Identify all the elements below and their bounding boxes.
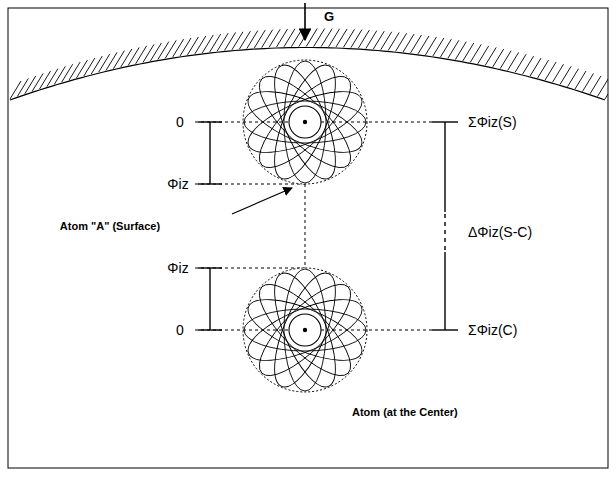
hatch-line	[239, 31, 250, 49]
orbit	[247, 64, 363, 180]
hatch-line	[515, 54, 526, 72]
force-label: G	[322, 10, 336, 25]
hatch-line	[217, 33, 228, 51]
hatch-line	[136, 46, 147, 64]
hatch-line	[470, 44, 481, 62]
level-line	[195, 268, 305, 269]
atom-symbol	[241, 58, 370, 187]
hatch-line	[113, 51, 124, 69]
hatch-line	[54, 66, 65, 84]
hatch-line	[69, 62, 80, 80]
hatch-line	[187, 37, 198, 55]
hatch-line	[225, 32, 236, 50]
orbit	[247, 272, 363, 388]
hatch-line	[232, 32, 243, 50]
hatch-line	[180, 38, 191, 56]
hatch-line	[76, 60, 87, 78]
hatch-line	[523, 56, 534, 74]
hatch-line	[455, 42, 466, 60]
gravity-arrow	[304, 3, 306, 40]
sum-label: ΣΦiz(C)	[466, 322, 519, 338]
hatch-line	[143, 44, 154, 62]
hatch-line	[165, 40, 176, 58]
hatch-line	[478, 46, 489, 64]
hatch-line	[605, 81, 608, 99]
hatch-line	[62, 64, 73, 82]
hatch-line	[254, 30, 265, 48]
orbit	[247, 64, 363, 180]
difference-label: ΔΦiz(S-C)	[466, 224, 534, 240]
hatch-line	[545, 62, 556, 80]
hatch-line	[553, 64, 564, 82]
hatch-line	[500, 51, 511, 69]
zero-label: 0	[174, 114, 186, 130]
hatch-line	[598, 78, 608, 96]
hatch-line	[202, 35, 213, 53]
nucleus-dot	[303, 120, 307, 124]
hatch-line	[538, 60, 549, 78]
hatch-line	[560, 66, 571, 84]
hatch-line	[32, 73, 43, 91]
hatch-line	[493, 49, 504, 67]
hatch-line	[508, 52, 519, 70]
orbit	[247, 272, 363, 388]
atom-label: Atom "A" (Surface)	[58, 220, 162, 233]
hatch-line	[568, 69, 579, 87]
hatch-line	[150, 43, 161, 61]
dashed-connector	[305, 184, 306, 268]
hatch-line	[173, 39, 184, 57]
hatch-line	[210, 34, 221, 52]
hatch-line	[247, 31, 258, 49]
zero-label: 0	[174, 322, 186, 338]
atom-boundary	[243, 60, 367, 184]
hatch-line	[195, 36, 206, 54]
hatch-line	[99, 54, 110, 72]
atoms	[241, 58, 370, 395]
hatch-line	[128, 47, 139, 65]
orbit	[241, 79, 370, 164]
hatch-line	[40, 71, 51, 89]
atom-boundary	[243, 268, 367, 392]
atom-label: Atom (at the Center)	[350, 406, 460, 419]
hatch-line	[448, 40, 459, 58]
hatch-line	[485, 47, 496, 65]
phi-label: Φiz	[165, 176, 190, 192]
left-bracket	[198, 122, 222, 330]
orbit	[241, 287, 370, 372]
hatch-line	[463, 43, 474, 61]
nucleus	[289, 106, 321, 138]
phi-label: Φiz	[165, 260, 190, 276]
right-bracket	[432, 122, 458, 330]
hatch-line	[575, 71, 586, 89]
leader-arrow	[232, 188, 292, 214]
level-line	[195, 184, 305, 185]
hatch-line	[530, 58, 541, 76]
nucleus	[289, 314, 321, 346]
hatch-line	[47, 69, 58, 87]
sum-label: ΣΦiz(S)	[466, 114, 519, 130]
hatch-line	[158, 42, 169, 60]
hatch-line	[106, 52, 117, 70]
hatch-line	[84, 58, 95, 76]
frame	[8, 8, 608, 468]
hatch-line	[121, 49, 132, 67]
nucleus-dot	[303, 328, 307, 332]
atom-symbol	[241, 266, 370, 395]
hatch-line	[590, 76, 601, 94]
hatch-line	[583, 73, 594, 91]
hatch-line	[91, 56, 102, 74]
